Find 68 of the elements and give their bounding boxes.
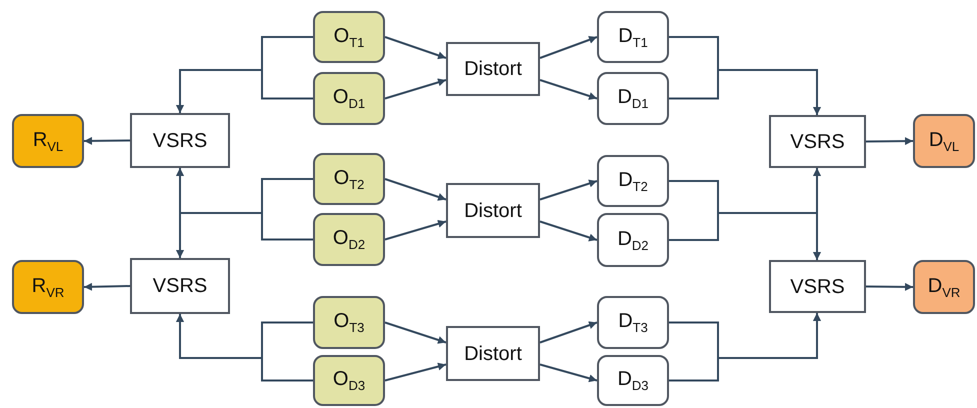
arrow: [84, 136, 130, 145]
process-box: [597, 155, 669, 207]
process-box: [597, 296, 669, 349]
process-box: [769, 115, 866, 168]
process-box: [913, 114, 975, 168]
process-box: [597, 355, 669, 406]
arrow: [84, 282, 130, 291]
node-label: O$_{T1}$: [334, 26, 364, 48]
process-box: [130, 113, 230, 168]
arrow: [176, 212, 313, 258]
process-box: [130, 258, 230, 314]
process-box: [769, 260, 866, 313]
node-label: D$_{D1}$: [617, 87, 649, 110]
arrow: [384, 36, 446, 60]
process-box: [913, 260, 975, 314]
node-label: Distort: [464, 344, 522, 364]
process-box: [313, 72, 385, 125]
process-box: [597, 213, 669, 267]
arrow: [540, 364, 598, 382]
arrow: [384, 78, 446, 100]
arrow: [384, 362, 446, 382]
process-box: [313, 355, 385, 406]
node-label: D$_{T2}$: [618, 170, 648, 192]
node-label: D$_{D3}$: [617, 369, 649, 392]
node-label: VSRS: [152, 276, 208, 296]
arrow: [176, 69, 313, 113]
process-box: [313, 296, 385, 349]
arrow: [866, 282, 914, 291]
node-label: R$_{VR}$: [32, 276, 64, 298]
arrow: [384, 178, 446, 201]
node-label: R$_{VL}$: [32, 130, 64, 152]
arrow: [540, 180, 598, 200]
node-label: D$_{T3}$: [618, 311, 648, 334]
node-label: VSRS: [790, 276, 845, 296]
node-label: O$_{D2}$: [332, 228, 366, 251]
node-label: VSRS: [152, 130, 208, 150]
node-label: O$_{T2}$: [334, 168, 364, 190]
arrow: [384, 220, 446, 240]
node-label: VSRS: [790, 132, 845, 152]
node-label: D$_{T1}$: [618, 26, 648, 48]
arrow: [669, 69, 821, 115]
process-box: [597, 72, 669, 125]
process-box: [313, 153, 385, 205]
process-box: [12, 114, 84, 168]
arrow: [540, 321, 598, 344]
node-label: D$_{VR}$: [928, 276, 960, 298]
node-label: Distort: [464, 59, 522, 79]
arrow: [540, 220, 598, 242]
process-box: [446, 42, 540, 96]
process-box: [446, 183, 540, 238]
node-label: Distort: [464, 200, 522, 220]
node-label: O$_{T3}$: [334, 311, 364, 334]
process-box: [313, 213, 385, 266]
arrow: [176, 314, 313, 382]
node-label: D$_{D2}$: [617, 228, 649, 252]
arrow: [669, 212, 821, 260]
node-label: O$_{D3}$: [332, 369, 366, 392]
process-box: [313, 11, 385, 63]
arrow: [384, 322, 446, 344]
arrow: [669, 313, 821, 382]
process-box: [12, 260, 84, 314]
node-label: D$_{VL}$: [928, 130, 960, 152]
arrow: [540, 36, 598, 59]
process-box: [446, 326, 540, 381]
arrow: [540, 79, 598, 100]
process-box: [597, 11, 669, 63]
arrow: [866, 137, 914, 146]
node-label: O$_{D1}$: [332, 87, 366, 110]
